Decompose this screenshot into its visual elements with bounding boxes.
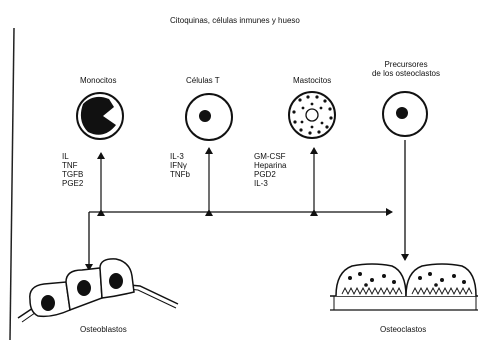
factor-item: Heparina <box>254 161 286 170</box>
factor-item: IL-3 <box>254 179 286 188</box>
factor-item: IFNγ <box>170 161 190 170</box>
factors-mastocitos: GM-CSF Heparina PGD2 IL-3 <box>254 152 286 188</box>
page-edge-line <box>10 28 14 340</box>
label-precursores: Precursores de los osteoclastos <box>358 60 454 78</box>
label-monocitos: Monocitos <box>80 76 116 85</box>
t-cell-icon <box>186 94 232 140</box>
label-osteoclastos: Osteoclastos <box>380 325 426 334</box>
label-osteoblastos: Osteoblastos <box>80 325 127 334</box>
factor-item: GM-CSF <box>254 152 286 161</box>
factor-item: IL <box>62 152 83 161</box>
label-celulas-t: Células T <box>186 76 220 85</box>
label-precursores-line2: de los osteoclastos <box>358 69 454 78</box>
label-mastocitos: Mastocitos <box>293 76 331 85</box>
osteoblasts-illustration <box>18 259 178 322</box>
factor-item: TNF <box>62 161 83 170</box>
factor-item: IL-3 <box>170 152 190 161</box>
factor-item: TNFb <box>170 170 190 179</box>
osteoclast-precursor-icon <box>383 92 427 136</box>
monocyte-cell-icon <box>77 93 123 139</box>
factor-item: PGE2 <box>62 179 83 188</box>
factor-item: PGD2 <box>254 170 286 179</box>
osteoclasts-illustration <box>330 264 478 310</box>
label-precursores-line1: Precursores <box>358 60 454 69</box>
diagram-title: Citoquinas, células inmunes y hueso <box>170 16 300 25</box>
mast-cell-icon <box>289 92 335 138</box>
factors-monocitos: IL TNF TGFB PGE2 <box>62 152 83 188</box>
factor-item: TGFB <box>62 170 83 179</box>
factors-celulas-t: IL-3 IFNγ TNFb <box>170 152 190 179</box>
